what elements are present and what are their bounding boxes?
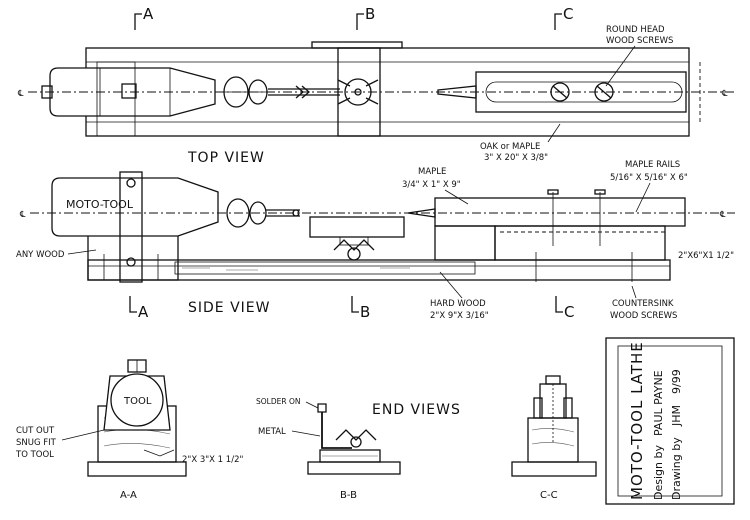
maple-label-2: 3/4" X 1" X 9" [402, 180, 461, 190]
title-block: MOTO-TOOL LATHE Design by PAUL PAYNE Dra… [605, 337, 735, 505]
section-marker-c-bottom: C [555, 296, 574, 321]
countersink-label-2: WOOD SCREWS [610, 311, 677, 321]
section-letter-c-bottom: C [564, 303, 574, 321]
metal-callout: METAL [258, 427, 321, 437]
metal-label: METAL [258, 427, 286, 437]
countersink-callout: COUNTERSINK WOOD SCREWS [610, 285, 677, 321]
section-letter-c: C [563, 5, 573, 23]
countersink-label-1: COUNTERSINK [612, 299, 674, 309]
end-view-aa: TOOL [87, 359, 187, 477]
cut-out-callout: CUT OUT SNUG FIT TO TOOL [15, 426, 105, 460]
section-letter-b: B [365, 5, 375, 23]
title-block-date: 9/99 [670, 369, 683, 394]
block-2x3-label: 2"X 3"X 1 1/2" [182, 455, 243, 465]
top-view: ℄ ℄ [17, 41, 735, 137]
centerline-right-side: ℄ [719, 210, 726, 220]
maple-rails-label-1: MAPLE RAILS [625, 160, 680, 170]
solder-callout: SOLDER ON [256, 397, 319, 409]
maple-rails-label-2: 5/16" X 5/16" X 6" [610, 173, 688, 183]
title-block-drawing-prefix: Drawing by [670, 437, 683, 500]
side-view: MOTO-TOOL ℄ ℄ [19, 171, 735, 283]
end-view-bb [307, 403, 401, 475]
screws-top-callout: ROUND HEAD WOOD SCREWS [605, 25, 673, 87]
section-marker-b-bottom: B [351, 296, 370, 321]
centerline-right-top: ℄ [721, 89, 728, 99]
title-block-design-prefix: Design by [652, 445, 665, 500]
block-2x6-label: 2"X6"X1 1/2" [678, 251, 734, 261]
oak-maple-label-2: 3" X 20" X 3/8" [484, 153, 548, 163]
section-letter-a: A [143, 5, 154, 23]
tool-label: TOOL [123, 396, 152, 407]
hard-wood-callout: HARD WOOD 2"X 9"X 3/16" [430, 271, 489, 321]
maple-label-1: MAPLE [418, 167, 446, 177]
end-view-cc [511, 375, 597, 477]
any-wood-label: ANY WOOD [16, 250, 65, 260]
moto-tool-label: MOTO-TOOL [66, 198, 134, 211]
section-marker-a-top: A [134, 5, 154, 30]
oak-maple-callout: OAK or MAPLE 3" X 20" X 3/8" [480, 123, 561, 163]
solder-on-label: SOLDER ON [256, 397, 300, 406]
section-cc-label: C-C [540, 490, 558, 501]
section-aa-label: A-A [120, 490, 137, 501]
centerline-left-side: ℄ [19, 210, 26, 220]
section-marker-b-top: B [356, 5, 375, 30]
hard-wood-label-1: HARD WOOD [430, 299, 486, 309]
side-view-title: SIDE VIEW [188, 300, 271, 316]
cut-out-label-1: CUT OUT [16, 426, 55, 436]
section-letter-a-bottom: A [138, 303, 149, 321]
end-views-title: END VIEWS [372, 402, 461, 418]
section-bb-label: B-B [340, 490, 357, 501]
maple-rails-callout: MAPLE RAILS 5/16" X 5/16" X 6" [610, 160, 688, 213]
section-marker-c-top: C [554, 5, 573, 30]
cut-out-label-2: SNUG FIT [16, 438, 57, 448]
hard-wood-label-2: 2"X 9"X 3/16" [430, 311, 489, 321]
maple-callout: MAPLE 3/4" X 1" X 9" [402, 167, 469, 205]
any-wood-callout: ANY WOOD [16, 249, 97, 260]
screws-top-label-2: WOOD SCREWS [606, 36, 673, 46]
title-block-drafter: JHM [670, 405, 683, 427]
section-letter-b-bottom: B [360, 303, 370, 321]
oak-maple-label-1: OAK or MAPLE [480, 142, 540, 152]
title-block-title: MOTO-TOOL LATHE [628, 341, 646, 500]
cut-out-label-3: TO TOOL [15, 450, 54, 460]
section-marker-a-bottom: A [129, 296, 149, 321]
centerline-left-top: ℄ [17, 89, 24, 99]
screws-top-label-1: ROUND HEAD [606, 25, 665, 35]
title-block-designer: PAUL PAYNE [652, 370, 665, 436]
top-view-title: TOP VIEW [187, 150, 265, 166]
